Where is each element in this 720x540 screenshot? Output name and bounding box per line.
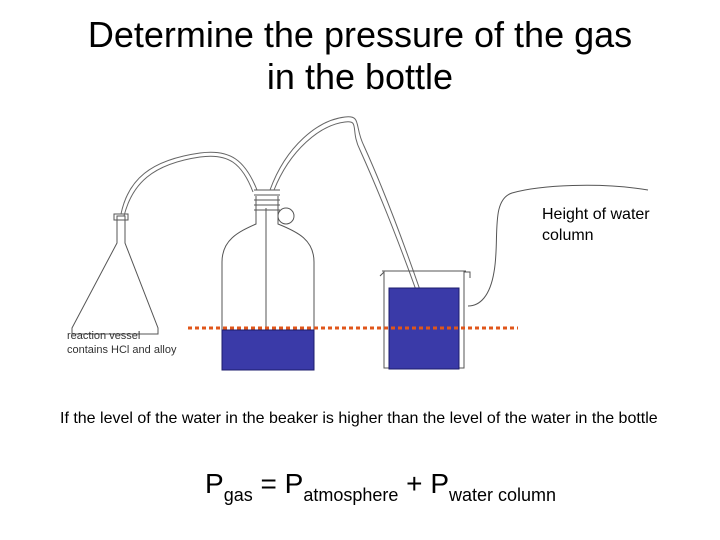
reaction-vessel-label: reaction vessel contains HCl and alloy	[67, 329, 227, 357]
vessel-label-line-2: contains HCl and alloy	[67, 344, 177, 356]
equation-sub-water: water column	[449, 485, 557, 505]
pressure-equation: Pgas = Patmosphere + Pwater column	[205, 467, 557, 505]
siphon-tube-inner	[269, 116, 421, 291]
water-column-callout: Height of water column	[542, 206, 650, 244]
reaction-flask	[71, 213, 159, 335]
callout-leader	[467, 184, 649, 307]
flask-outline	[71, 215, 159, 335]
vessel-label-line-1: reaction vessel	[67, 330, 141, 342]
bottle-handle	[277, 207, 295, 225]
bottle-neck-rings	[254, 189, 280, 211]
equation-p-atm: P	[284, 468, 304, 499]
delivery-tube	[120, 151, 258, 215]
beaker-outline	[379, 270, 471, 369]
delivery-tube-inner	[123, 155, 254, 217]
flask-stopper	[113, 213, 129, 221]
equation-equals: =	[260, 468, 277, 499]
condition-text: If the level of the water in the beaker …	[60, 410, 658, 427]
title-line-1: Determine the pressure of the gas	[87, 14, 633, 55]
equation-p-water: P	[430, 468, 449, 499]
equation-plus: +	[406, 468, 423, 499]
equation-p-gas: P	[205, 468, 224, 499]
title-line-2: in the bottle	[266, 56, 454, 97]
equation-sub-gas: gas	[223, 485, 253, 505]
bottle-water	[221, 329, 315, 371]
slide-title: Determine the pressure of the gas in the…	[0, 14, 720, 98]
siphon-tube	[273, 121, 417, 291]
water-beaker	[379, 270, 471, 369]
equation-sub-atm: atmosphere	[303, 485, 399, 505]
